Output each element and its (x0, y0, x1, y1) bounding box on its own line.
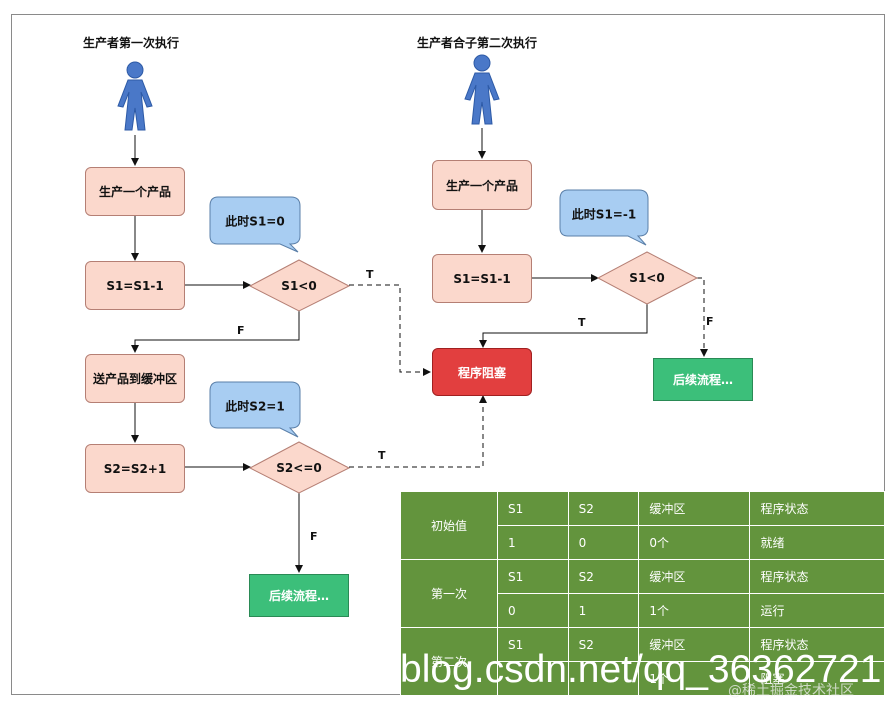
row-group-label: 第二次 (400, 627, 498, 696)
decision-s1-right (596, 251, 699, 305)
table-cell: 0个 (638, 525, 751, 560)
table-row: 0 1 1个 运行 (401, 593, 885, 628)
left-next-step-box: 后续流程… (249, 574, 349, 617)
table-cell: S2 (567, 559, 640, 594)
table-cell: 1 (567, 593, 640, 628)
left-produce-box: 生产一个产品 (85, 167, 185, 216)
table-cell (497, 661, 569, 696)
person-icon-left (117, 61, 153, 131)
table-cell: 0 (497, 593, 569, 628)
table-row: 第一次 S1 S2 缓冲区 程序状态 (400, 559, 885, 628)
left-s2-increment-box: S2=S2+1 (85, 444, 185, 493)
state-table: 初始值 S1 S2 缓冲区 程序状态 1 0 0个 就绪 第一次 S1 S2 缓… (400, 491, 885, 696)
left-decision-s1-label: S1<0 (281, 279, 317, 293)
row-group-label: 初始值 (400, 491, 498, 560)
note-bubble-left-2 (209, 381, 301, 438)
table-row: 第二次 S1 S2 缓冲区 程序状态 (400, 627, 885, 696)
table-cell: 程序状态 (749, 491, 885, 526)
right-flow-title: 生产者合子第二次执行 (417, 36, 538, 50)
table-cell: S1 (497, 559, 569, 594)
table-cell: 缓冲区 (638, 559, 751, 594)
table-cell: 阻塞 (749, 661, 885, 696)
dashed-edge-right (697, 277, 708, 357)
right-produce-box: 生产一个产品 (432, 160, 532, 210)
decision-s1-left (248, 259, 351, 312)
table-cell: 程序状态 (749, 627, 885, 662)
person-icon-right (464, 54, 500, 125)
left-flow-edges (131, 135, 303, 573)
left-send-buffer-box: 送产品到缓冲区 (85, 354, 185, 403)
right-decision-s1-label: S1<0 (629, 271, 665, 285)
edge-label-t-left-1: T (366, 268, 374, 281)
table-cell: 程序状态 (749, 559, 885, 594)
right-next-step-box: 后续流程… (653, 358, 753, 401)
table-cell: 运行 (749, 593, 885, 628)
table-cell: 缓冲区 (638, 627, 751, 662)
edge-label-f-right: F (706, 315, 714, 328)
table-cell: 0 (567, 525, 640, 560)
decision-s2-left (248, 441, 351, 494)
table-cell: 缓冲区 (638, 491, 751, 526)
watermark-text: blog.csdn.net/qq_36362721 (400, 648, 882, 691)
edge-label-t-left-2: T (378, 449, 386, 462)
table-cell: S2 (567, 491, 640, 526)
row-group-label: 第一次 (400, 559, 498, 628)
table-row: 1个 阻塞 (401, 661, 885, 696)
right-flow-edges (478, 128, 648, 348)
table-cell: 就绪 (749, 525, 885, 560)
table-cell: S1 (497, 627, 569, 662)
table-cell: 1个 (638, 661, 751, 696)
edge-label-f-left-1: F (237, 324, 245, 337)
blocked-state-box: 程序阻塞 (432, 348, 532, 396)
table-row: 1 0 0个 就绪 (401, 525, 885, 560)
table-row: 初始值 S1 S2 缓冲区 程序状态 (400, 491, 885, 560)
left-s1-decrement-box: S1=S1-1 (85, 261, 185, 310)
table-cell: S2 (567, 627, 640, 662)
left-flow-title: 生产者第一次执行 (83, 36, 180, 50)
note-bubble-right (559, 189, 649, 246)
table-cell (567, 661, 640, 696)
table-cell: S1 (497, 491, 569, 526)
edge-label-f-left-2: F (310, 530, 318, 543)
watermark-small-text: @稀土掘金技术社区 (728, 683, 854, 699)
note-bubble-left-1 (209, 196, 301, 253)
left-decision-s2-label: S2<=0 (276, 461, 322, 475)
left-note-1-text: 此时S1=0 (225, 214, 285, 229)
table-cell: 1 (497, 525, 569, 560)
edge-label-t-right: T (578, 316, 586, 329)
right-note-text: 此时S1=-1 (571, 207, 637, 222)
left-note-2-text: 此时S2=1 (225, 399, 285, 414)
dashed-edges-left (349, 284, 487, 468)
right-s1-decrement-box: S1=S1-1 (432, 254, 532, 303)
table-cell: 1个 (638, 593, 751, 628)
